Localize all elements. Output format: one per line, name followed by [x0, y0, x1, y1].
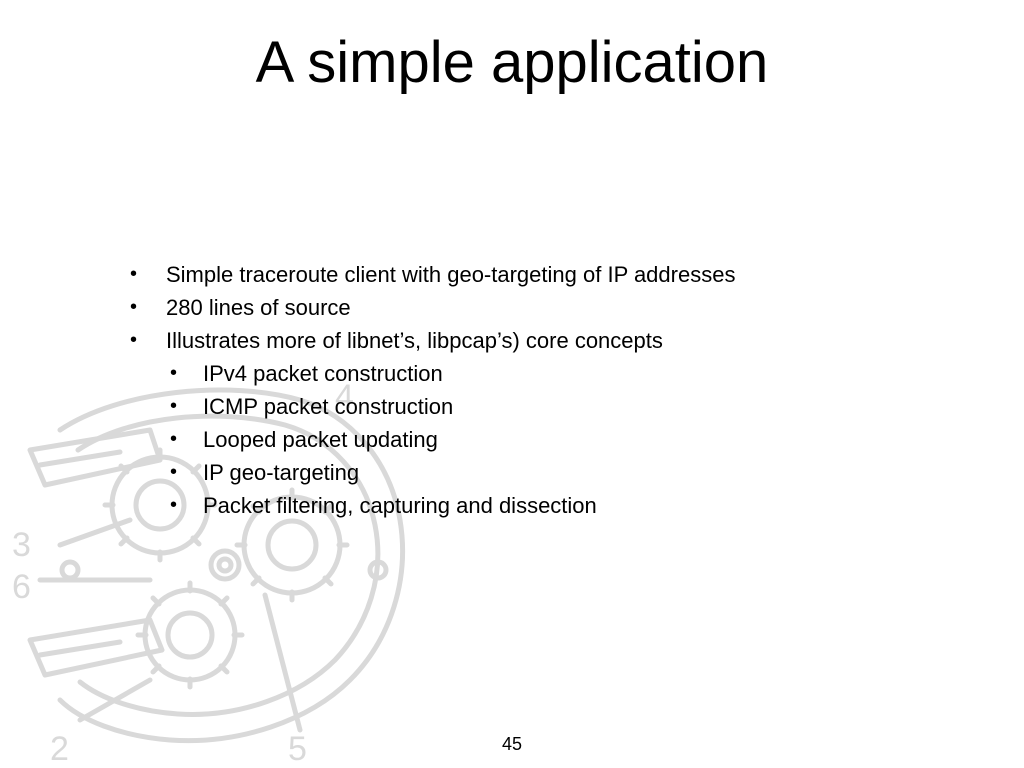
- bullet-text: Simple traceroute client with geo-target…: [166, 262, 736, 287]
- bullet-text: IP geo-targeting: [203, 460, 360, 485]
- bullet-dot: •: [130, 263, 138, 285]
- list-item: • 280 lines of source: [128, 291, 928, 324]
- slide-title: A simple application: [255, 30, 769, 95]
- bullet-dot: •: [130, 329, 138, 351]
- watermark-digit-6: 6: [12, 568, 31, 606]
- bullet-dot: •: [170, 494, 178, 516]
- list-item: • Illustrates more of libnet’s, libpcap’…: [128, 324, 928, 357]
- bullet-dot: •: [170, 461, 178, 483]
- bullet-dot: •: [170, 395, 178, 417]
- list-item: • IPv4 packet construction: [128, 357, 928, 390]
- watermark-digit-3: 3: [12, 526, 31, 564]
- bullet-list: • Simple traceroute client with geo-targ…: [128, 258, 928, 522]
- list-item: • Simple traceroute client with geo-targ…: [128, 258, 928, 291]
- bullet-text: 280 lines of source: [166, 295, 351, 320]
- bullet-dot: •: [130, 296, 138, 318]
- list-item: • Looped packet updating: [128, 423, 928, 456]
- watermark-digit-5: 5: [288, 730, 307, 768]
- list-item: • Packet filtering, capturing and dissec…: [128, 489, 928, 522]
- list-item: • IP geo-targeting: [128, 456, 928, 489]
- watermark-digit-2: 2: [50, 730, 69, 768]
- bullet-text: ICMP packet construction: [203, 394, 454, 419]
- bullet-dot: •: [170, 428, 178, 450]
- bullet-text: Looped packet updating: [203, 427, 438, 452]
- bullet-text: Packet filtering, capturing and dissecti…: [203, 493, 597, 518]
- bullet-text: Illustrates more of libnet’s, libpcap’s)…: [166, 328, 663, 353]
- bullet-dot: •: [170, 362, 178, 384]
- watermark-digit-4: 4: [335, 378, 354, 416]
- list-item: • ICMP packet construction: [128, 390, 928, 423]
- bullet-text: IPv4 packet construction: [203, 361, 443, 386]
- page-number: 45: [501, 734, 523, 754]
- gear-watermark-icon: 3 6 2 5 4: [12, 378, 405, 768]
